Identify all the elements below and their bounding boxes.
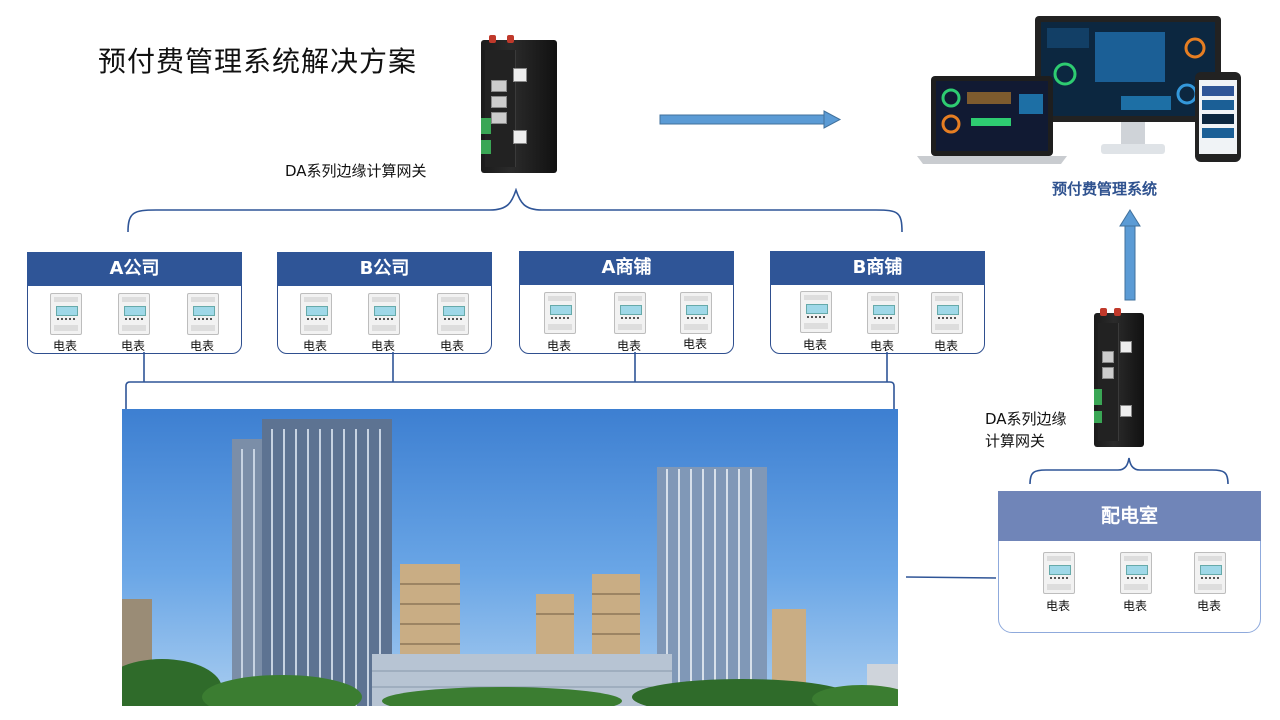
arrow-up-icon [1119, 209, 1141, 301]
connection-line [905, 576, 997, 579]
meter-label: 电表 [616, 339, 641, 353]
meter-label: 电表 [682, 337, 707, 351]
group-card-a-company: A公司 电表 电表 电表 [27, 252, 242, 354]
meter-icon [800, 291, 832, 333]
group-card-b-company: B公司 电表 电表 电表 [277, 252, 492, 354]
meter-label: 电表 [120, 339, 145, 353]
room-brace [1029, 457, 1229, 485]
meter-icon [544, 292, 576, 334]
group-header: B公司 [277, 252, 492, 286]
meter-icon [680, 292, 712, 334]
meter-label: 电表 [802, 338, 827, 352]
gateway-right-label-line1: DA系列边缘 [985, 410, 1067, 428]
group-header: A公司 [27, 252, 242, 286]
group-header: A商铺 [519, 251, 734, 285]
meter-label: 电表 [933, 339, 958, 353]
page-title: 预付费管理系统解决方案 [98, 45, 418, 78]
management-system-devices [917, 16, 1241, 164]
meter-label: 电表 [1122, 599, 1147, 613]
meter-icon [368, 293, 400, 335]
system-label: 预付费管理系统 [1052, 180, 1158, 198]
meter-label: 电表 [302, 339, 327, 353]
meter-icon [50, 293, 82, 335]
meter-label: 电表 [370, 339, 395, 353]
group-header: B商铺 [770, 251, 985, 285]
meter-icon [118, 293, 150, 335]
building-photo [122, 409, 898, 706]
meter-icon [867, 292, 899, 334]
meter-icon [437, 293, 469, 335]
meter-icon [931, 292, 963, 334]
room-header: 配电室 [998, 491, 1261, 541]
meter-icon [1194, 552, 1226, 594]
meter-label: 电表 [439, 339, 464, 353]
meter-label: 电表 [1196, 599, 1221, 613]
meter-icon [1120, 552, 1152, 594]
gateway-top-label: DA系列边缘计算网关 [285, 162, 427, 180]
meter-label: 电表 [869, 339, 894, 353]
bottom-bracket [125, 352, 895, 410]
meter-icon [1043, 552, 1075, 594]
meter-label: 电表 [189, 339, 214, 353]
gateway-device-top [481, 35, 557, 173]
arrow-right-icon [659, 110, 842, 129]
gateway-device-right [1094, 308, 1144, 447]
meter-icon [300, 293, 332, 335]
meter-label: 电表 [546, 339, 571, 353]
meter-label: 电表 [52, 339, 77, 353]
group-card-b-shop: B商铺 电表 电表 电表 [770, 251, 985, 354]
meter-icon [187, 293, 219, 335]
distribution-room-card: 配电室 电表 电表 电表 [998, 491, 1261, 633]
gateway-right-label: DA系列边缘 计算网关 [985, 408, 1067, 452]
meter-label: 电表 [1045, 599, 1070, 613]
group-card-a-shop: A商铺 电表 电表 电表 [519, 251, 734, 354]
top-brace [127, 188, 903, 233]
meter-icon [614, 292, 646, 334]
gateway-right-label-line2: 计算网关 [985, 432, 1046, 450]
